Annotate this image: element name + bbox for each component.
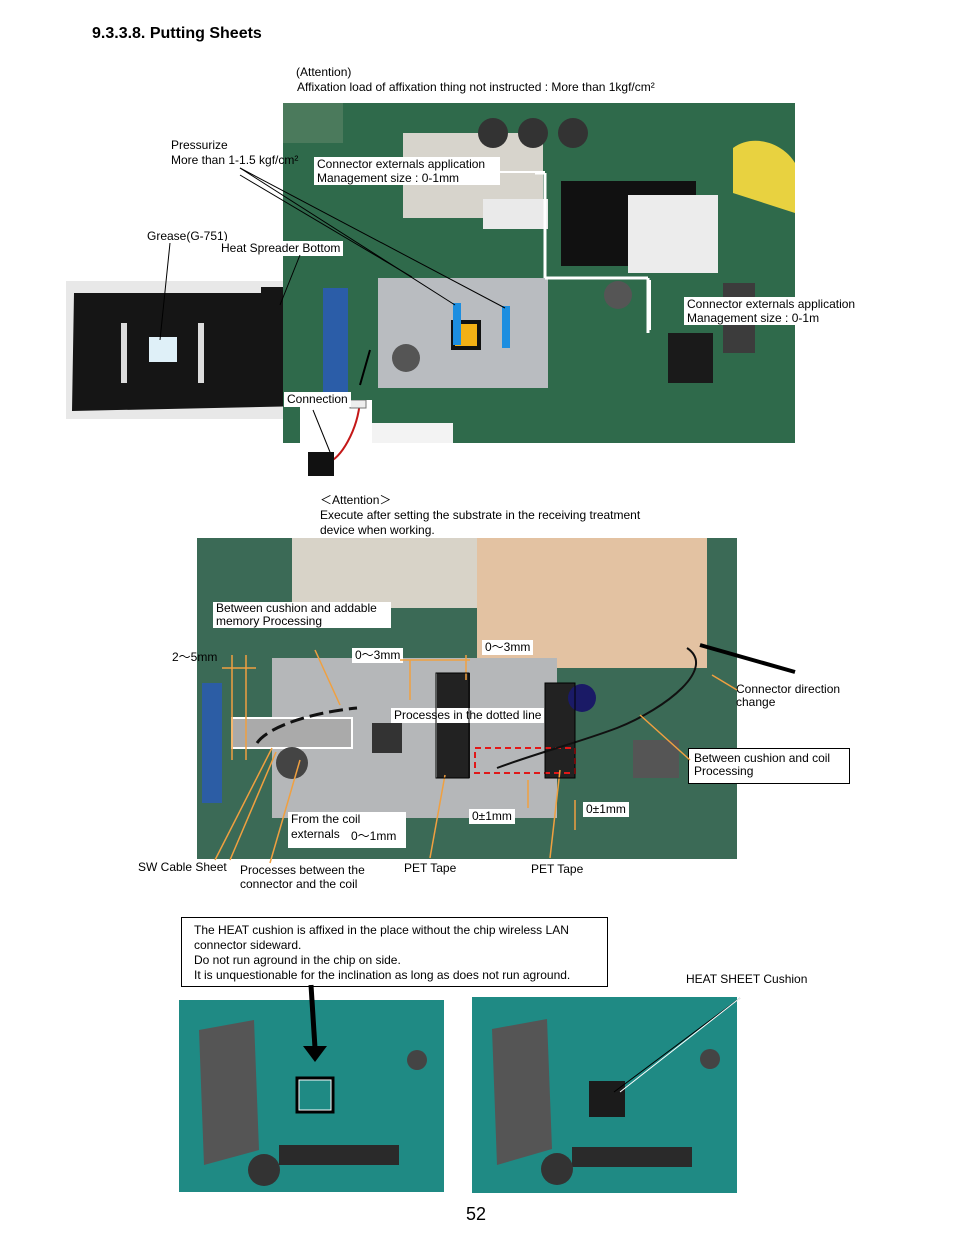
between-cushion-coil-callout: Between cushion and coil Processing bbox=[688, 748, 850, 784]
processes-between-line2: connector and the coil bbox=[240, 877, 358, 891]
board-before-photo bbox=[179, 1000, 444, 1192]
from-coil-line2: externals bbox=[291, 827, 340, 841]
note-line3: Do not run aground in the chip on side. bbox=[194, 953, 401, 967]
heat-cushion-note: The HEAT cushion is affixed in the place… bbox=[181, 917, 608, 987]
dim-0-3mm-b: 0～3mm bbox=[482, 640, 534, 655]
pet-tape-a-label: PET Tape bbox=[404, 861, 457, 875]
dim-0-1mm: 0～1mm bbox=[351, 829, 397, 843]
between-cushion-memory-line2: memory Processing bbox=[216, 614, 323, 628]
dim-0-3mm-a: 0～3mm bbox=[352, 648, 404, 663]
connector-app-top-callout: Connector externals application Manageme… bbox=[314, 157, 500, 185]
heat-spreader-photo bbox=[66, 281, 312, 419]
between-cushion-memory-callout: Between cushion and addable memory Proce… bbox=[213, 602, 391, 628]
dim-pm1mm-b: 0±1mm bbox=[469, 809, 515, 824]
section-title: 9.3.3.8. Putting Sheets bbox=[92, 25, 262, 42]
heat-spreader-label: Heat Spreader Bottom bbox=[218, 241, 344, 256]
connector-app-top-line1: Connector externals application bbox=[317, 157, 486, 171]
dotted-line-label: Processes in the dotted line bbox=[391, 708, 545, 723]
grease-label: Grease(G-751) bbox=[147, 229, 228, 243]
board-after-photo bbox=[472, 997, 737, 1193]
connector-direction-line1: Connector direction bbox=[736, 682, 841, 696]
note-line4: It is unquestionable for the inclination… bbox=[194, 968, 571, 982]
pressurize-label: Pressurize bbox=[171, 138, 228, 152]
note-line1: The HEAT cushion is affixed in the place… bbox=[194, 923, 569, 937]
fig2-attention-heading: ＜Attention＞ bbox=[320, 493, 392, 507]
dim-pm1mm-a: 0±1mm bbox=[583, 802, 629, 817]
from-coil-line1: From the coil bbox=[291, 812, 361, 826]
fig2-attention-line1: Execute after setting the substrate in t… bbox=[320, 508, 641, 522]
dc-cable-photo bbox=[300, 400, 372, 482]
processes-between-line1: Processes between the bbox=[240, 863, 365, 877]
connector-direction-line2: change bbox=[736, 695, 776, 709]
dim-2-5mm: 2～5mm bbox=[172, 650, 218, 664]
page-number: 52 bbox=[466, 1204, 487, 1224]
heat-sheet-label: HEAT SHEET Cushion bbox=[686, 972, 808, 986]
fig2-attention-line2: device when working. bbox=[320, 523, 435, 537]
pet-tape-b-label: PET Tape bbox=[531, 862, 584, 876]
pressurize-value: More than 1-1.5 kgf/cm² bbox=[171, 153, 299, 167]
between-cushion-memory-line1: Between cushion and addable bbox=[216, 601, 377, 615]
note-line2: connector sideward. bbox=[194, 938, 302, 952]
connection-label: Connection bbox=[284, 392, 351, 407]
connector-app-right-callout: Connector externals application Manageme… bbox=[684, 297, 876, 325]
from-coil-callout: From the coil externals bbox=[288, 812, 406, 848]
sw-cable-label: SW Cable Sheet bbox=[138, 860, 227, 874]
connector-app-right-line1: Connector externals application bbox=[687, 297, 856, 311]
between-cushion-coil-line2: Processing bbox=[694, 764, 754, 778]
mainboard-photo bbox=[283, 103, 795, 443]
fig1-attention-heading: (Attention) bbox=[296, 65, 352, 79]
between-cushion-coil-line1: Between cushion and coil bbox=[694, 751, 831, 765]
connector-app-right-line2: Management size : 0-1m bbox=[687, 311, 820, 325]
board-cushion-photo bbox=[197, 538, 737, 859]
fig1-attention-text: Affixation load of affixation thing not … bbox=[297, 80, 655, 94]
connector-app-top-line2: Management size : 0-1mm bbox=[317, 171, 460, 185]
